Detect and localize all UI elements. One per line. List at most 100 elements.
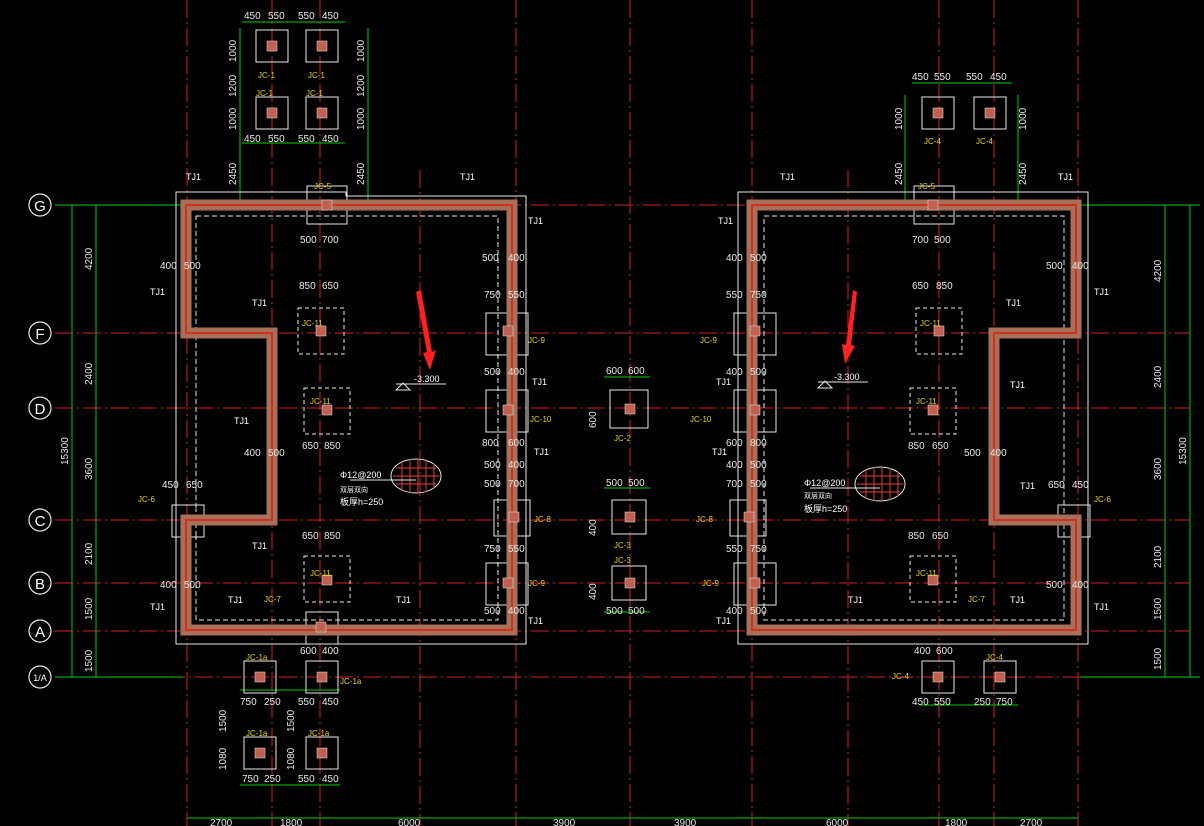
rebar-note-left: Φ12@200 双层双向 板厚h=250 [340, 470, 383, 507]
svg-text:1000: 1000 [356, 107, 367, 130]
svg-text:500: 500 [750, 367, 767, 378]
axis-label-g: G [34, 198, 46, 215]
svg-text:1500: 1500 [1153, 597, 1164, 620]
svg-text:TJ1: TJ1 [150, 602, 165, 612]
svg-text:500: 500 [482, 253, 499, 264]
svg-text:750: 750 [996, 697, 1013, 708]
svg-text:700: 700 [912, 235, 929, 246]
svg-text:550: 550 [298, 134, 315, 145]
svg-text:500: 500 [484, 460, 501, 471]
svg-text:TJ1: TJ1 [528, 216, 543, 226]
svg-text:JC-1a: JC-1a [308, 729, 330, 738]
svg-text:750: 750 [750, 290, 767, 301]
svg-text:2100: 2100 [84, 542, 95, 565]
svg-text:450: 450 [322, 134, 339, 145]
svg-text:3900: 3900 [553, 818, 576, 826]
svg-text:550: 550 [298, 774, 315, 785]
svg-text:TJ1: TJ1 [396, 595, 411, 605]
svg-text:500: 500 [184, 580, 201, 591]
left-wall-band [180, 199, 518, 636]
svg-text:JC-1: JC-1 [306, 89, 323, 98]
svg-text:TJ1: TJ1 [1094, 287, 1109, 297]
elevation-text-right: -3.300 [834, 372, 860, 382]
svg-text:750: 750 [750, 544, 767, 555]
svg-text:1000: 1000 [228, 107, 239, 130]
svg-text:JC-1: JC-1 [308, 71, 325, 80]
svg-text:TJ1: TJ1 [460, 172, 475, 182]
svg-text:850: 850 [908, 531, 925, 542]
svg-text:450: 450 [322, 11, 339, 22]
svg-text:JC-1a: JC-1a [246, 653, 268, 662]
svg-text:JC-4: JC-4 [924, 137, 941, 146]
svg-text:1080: 1080 [286, 747, 297, 770]
svg-text:JC-7: JC-7 [968, 595, 985, 604]
svg-text:1500: 1500 [286, 709, 297, 732]
svg-text:500: 500 [750, 253, 767, 264]
svg-text:6000: 6000 [826, 818, 849, 826]
svg-text:JC-11: JC-11 [310, 569, 331, 578]
svg-text:550: 550 [934, 697, 951, 708]
svg-text:TJ1: TJ1 [716, 377, 731, 387]
svg-text:1500: 1500 [1153, 647, 1164, 670]
svg-text:700: 700 [322, 235, 339, 246]
svg-text:JC-10: JC-10 [530, 415, 552, 424]
svg-text:550: 550 [298, 11, 315, 22]
svg-text:JC-7: JC-7 [264, 595, 281, 604]
bottom-dims: 2700 1800 6000 3900 3900 6000 1800 2700 [210, 818, 1043, 826]
svg-text:1500: 1500 [84, 597, 95, 620]
svg-text:2100: 2100 [1153, 545, 1164, 568]
svg-text:JC-1: JC-1 [256, 89, 273, 98]
svg-text:1000: 1000 [1018, 107, 1029, 130]
svg-text:250: 250 [264, 774, 281, 785]
svg-text:400: 400 [508, 367, 525, 378]
svg-text:550: 550 [966, 72, 983, 83]
svg-text:JC-11: JC-11 [916, 397, 937, 406]
svg-text:2700: 2700 [210, 818, 233, 826]
svg-text:500: 500 [606, 478, 623, 489]
svg-text:2700: 2700 [1020, 818, 1043, 826]
svg-text:400: 400 [508, 606, 525, 617]
svg-text:3900: 3900 [674, 818, 697, 826]
svg-text:800: 800 [482, 438, 499, 449]
svg-text:400: 400 [726, 367, 743, 378]
red-arrow-left [416, 290, 436, 370]
svg-text:JC-11: JC-11 [920, 319, 941, 328]
tj1-labels: TJ1 TJ1 TJ1 TJ1 TJ1 TJ1 TJ1 TJ1 TJ1 TJ1 … [150, 172, 1109, 626]
axis-label-d: D [35, 401, 46, 418]
svg-text:400: 400 [726, 606, 743, 617]
axis-label-1a: 1/A [33, 673, 47, 683]
svg-text:550: 550 [726, 544, 743, 555]
svg-text:2450: 2450 [356, 162, 367, 185]
svg-text:750: 750 [484, 290, 501, 301]
svg-text:400: 400 [1072, 261, 1089, 272]
svg-text:450: 450 [322, 774, 339, 785]
svg-text:400: 400 [726, 253, 743, 264]
svg-text:1000: 1000 [228, 39, 239, 62]
svg-text:JC-6: JC-6 [1094, 495, 1111, 504]
svg-text:850: 850 [299, 281, 316, 292]
svg-text:双层双向: 双层双向 [804, 491, 832, 500]
axis-label-a: A [35, 624, 45, 641]
svg-text:JC-1: JC-1 [258, 71, 275, 80]
svg-text:1500: 1500 [218, 709, 229, 732]
svg-text:500: 500 [268, 448, 285, 459]
svg-text:550: 550 [508, 290, 525, 301]
svg-text:1800: 1800 [945, 818, 968, 826]
svg-text:400: 400 [508, 460, 525, 471]
svg-text:600: 600 [936, 646, 953, 657]
svg-text:TJ1: TJ1 [718, 216, 733, 226]
svg-text:550: 550 [726, 290, 743, 301]
svg-text:400: 400 [588, 519, 599, 536]
svg-text:2400: 2400 [1153, 365, 1164, 388]
svg-text:500: 500 [184, 261, 201, 272]
svg-text:450: 450 [244, 11, 261, 22]
svg-text:850: 850 [324, 441, 341, 452]
left-row-dims: 4200 2400 3600 2100 1500 1500 15300 [60, 247, 95, 672]
svg-text:400: 400 [1072, 580, 1089, 591]
svg-text:400: 400 [914, 646, 931, 657]
svg-text:TJ1: TJ1 [1010, 595, 1025, 605]
elevation-marker-right [816, 380, 868, 389]
